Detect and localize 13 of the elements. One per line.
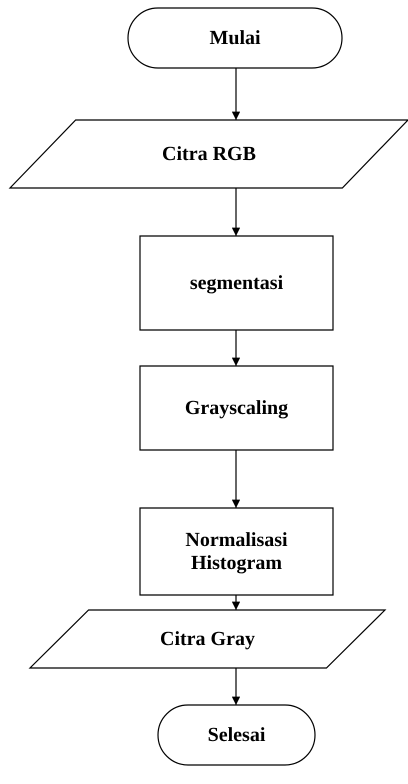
node-label: Normalisasi Histogram <box>184 528 289 574</box>
arrow <box>232 330 240 366</box>
arrow <box>232 68 240 120</box>
arrow <box>232 188 240 236</box>
arrow <box>232 450 240 508</box>
node-label: Selesai <box>208 724 266 746</box>
node-label: segmentasi <box>190 272 284 294</box>
arrow <box>232 668 240 705</box>
node-label: Mulai <box>209 26 261 50</box>
node-label: Citra Gray <box>160 628 255 650</box>
node-label: Grayscaling <box>184 396 288 420</box>
node-label: Citra RGB <box>162 142 256 166</box>
arrow <box>232 595 240 610</box>
